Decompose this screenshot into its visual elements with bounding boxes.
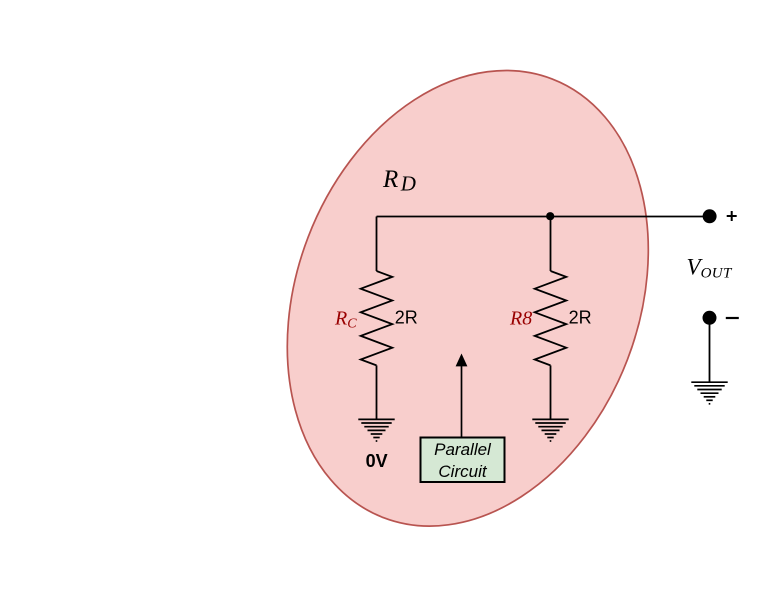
svg-text:0V: 0V xyxy=(366,451,388,471)
svg-text:Parallel: Parallel xyxy=(434,440,492,459)
svg-text:2R: 2R xyxy=(395,308,418,328)
svg-text:Circuit: Circuit xyxy=(438,462,487,481)
svg-text:2R: 2R xyxy=(569,308,592,328)
svg-text:R8: R8 xyxy=(509,307,532,329)
